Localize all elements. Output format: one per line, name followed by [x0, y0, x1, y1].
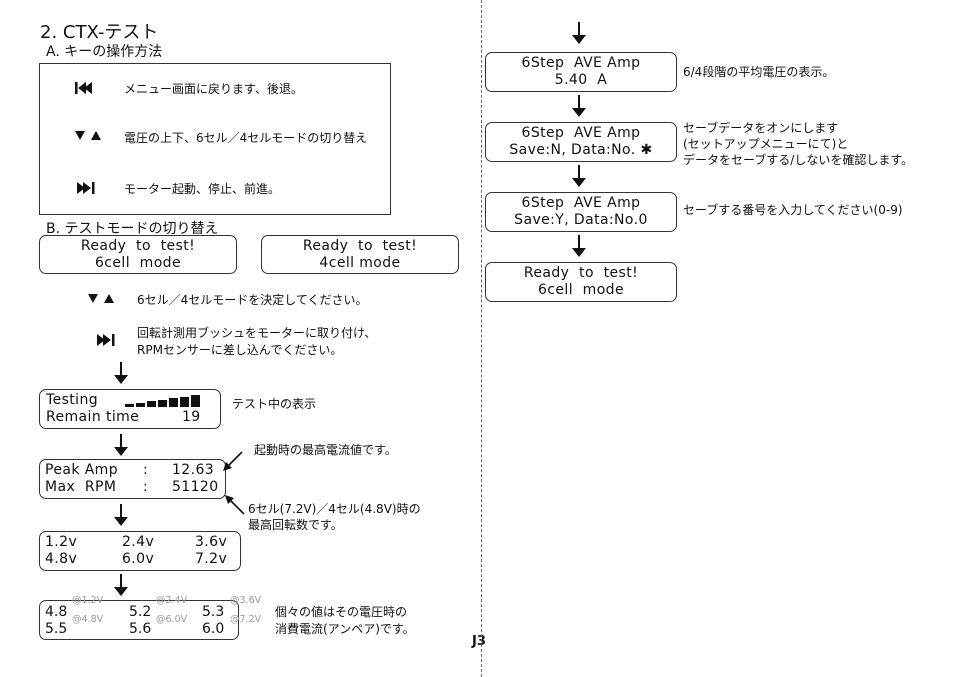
save-y-note: セーブする番号を入力してください(0-9) [683, 203, 903, 217]
up-down-icon [88, 294, 114, 303]
pointer-arrow [225, 495, 245, 515]
flow-arrow [572, 95, 586, 117]
save-n-note-line3: データをセーブする/しないを確認します。 [683, 153, 914, 167]
ave-note: 6/4段階の平均電圧の表示。 [683, 65, 835, 79]
key-desc-rewind: メニュー画面に戻ります、後退。 [124, 82, 304, 96]
flow-arrow [114, 362, 128, 384]
key-desc-updown: 電圧の上下、6セル／4セルモードの切り替え [124, 131, 368, 145]
rewind-icon [75, 82, 92, 94]
section-title: 2. CTX-テスト [40, 22, 159, 43]
flow-arrow [572, 235, 586, 257]
flow-arrow [114, 504, 128, 526]
play-skip-icon [97, 334, 115, 346]
page-divider [481, 0, 482, 677]
page-number: J3 [472, 634, 486, 649]
testing-note: テスト中の表示 [232, 397, 317, 411]
key-desc-play: モーター起動、停止、前進。 [124, 182, 281, 196]
attach-note-line1: 回転計測用ブッシュをモーターに取り付け、 [137, 326, 377, 340]
current-note-line2: 消費電流(アンペア)です。 [275, 622, 415, 636]
rpm-note-line2: 最高回転数です。 [248, 518, 343, 532]
subsection-b-title: B. テストモードの切り替え [46, 221, 219, 237]
lcd-ready-4cell: Ready to test! 4cell mode [261, 235, 459, 274]
flow-arrow [572, 165, 586, 187]
save-n-note-line2: (セットアップメニューにて)と [683, 137, 849, 151]
lcd-save-n: 6Step AVE Amp Save:N, Data:No. ✱ [485, 122, 677, 162]
lcd-ave-amp: 6Step AVE Amp 5.40 A [485, 52, 677, 92]
peak-note: 起動時の最高電流値です。 [254, 443, 397, 457]
lcd-current-steps: 4.8 @1.2V 5.2 @2.4V 5.3 @3.6V 5.5 @4.8V … [39, 595, 261, 640]
lcd-peak-rpm: Peak Amp : 12.63 Max RPM : 51120 [39, 459, 226, 499]
save-n-note-line1: セーブデータをオンにします [683, 121, 839, 135]
lcd-testing: Testing Remain time 19 [39, 389, 221, 429]
subsection-a-title: A. キーの操作方法 [46, 44, 163, 60]
up-down-icon [75, 131, 101, 140]
progress-bar [125, 395, 200, 407]
decide-mode-note: 6セル／4セルモードを決定してください。 [137, 293, 368, 307]
rpm-note-line1: 6セル(7.2V)／4セル(4.8V)時の [248, 502, 421, 516]
flow-arrow [572, 22, 586, 44]
attach-note-line2: RPMセンサーに差し込んでください。 [137, 343, 343, 357]
lcd-voltage-steps: 1.2v 2.4v 3.6v 4.8v 6.0v 7.2v [39, 531, 241, 571]
pointer-arrow [223, 451, 243, 471]
key-operations-box: メニュー画面に戻ります、後退。 電圧の上下、6セル／4セルモードの切り替え モー… [39, 63, 391, 215]
lcd-ready-6cell: Ready to test! 6cell mode [39, 235, 237, 274]
flow-arrow [114, 434, 128, 456]
lcd-ready-final: Ready to test! 6cell mode [485, 262, 677, 302]
lcd-save-y: 6Step AVE Amp Save:Y, Data:No.0 [485, 192, 677, 232]
play-skip-icon [77, 182, 95, 194]
current-note-line1: 個々の値はその電圧時の [275, 605, 408, 619]
flow-arrow [114, 574, 128, 596]
